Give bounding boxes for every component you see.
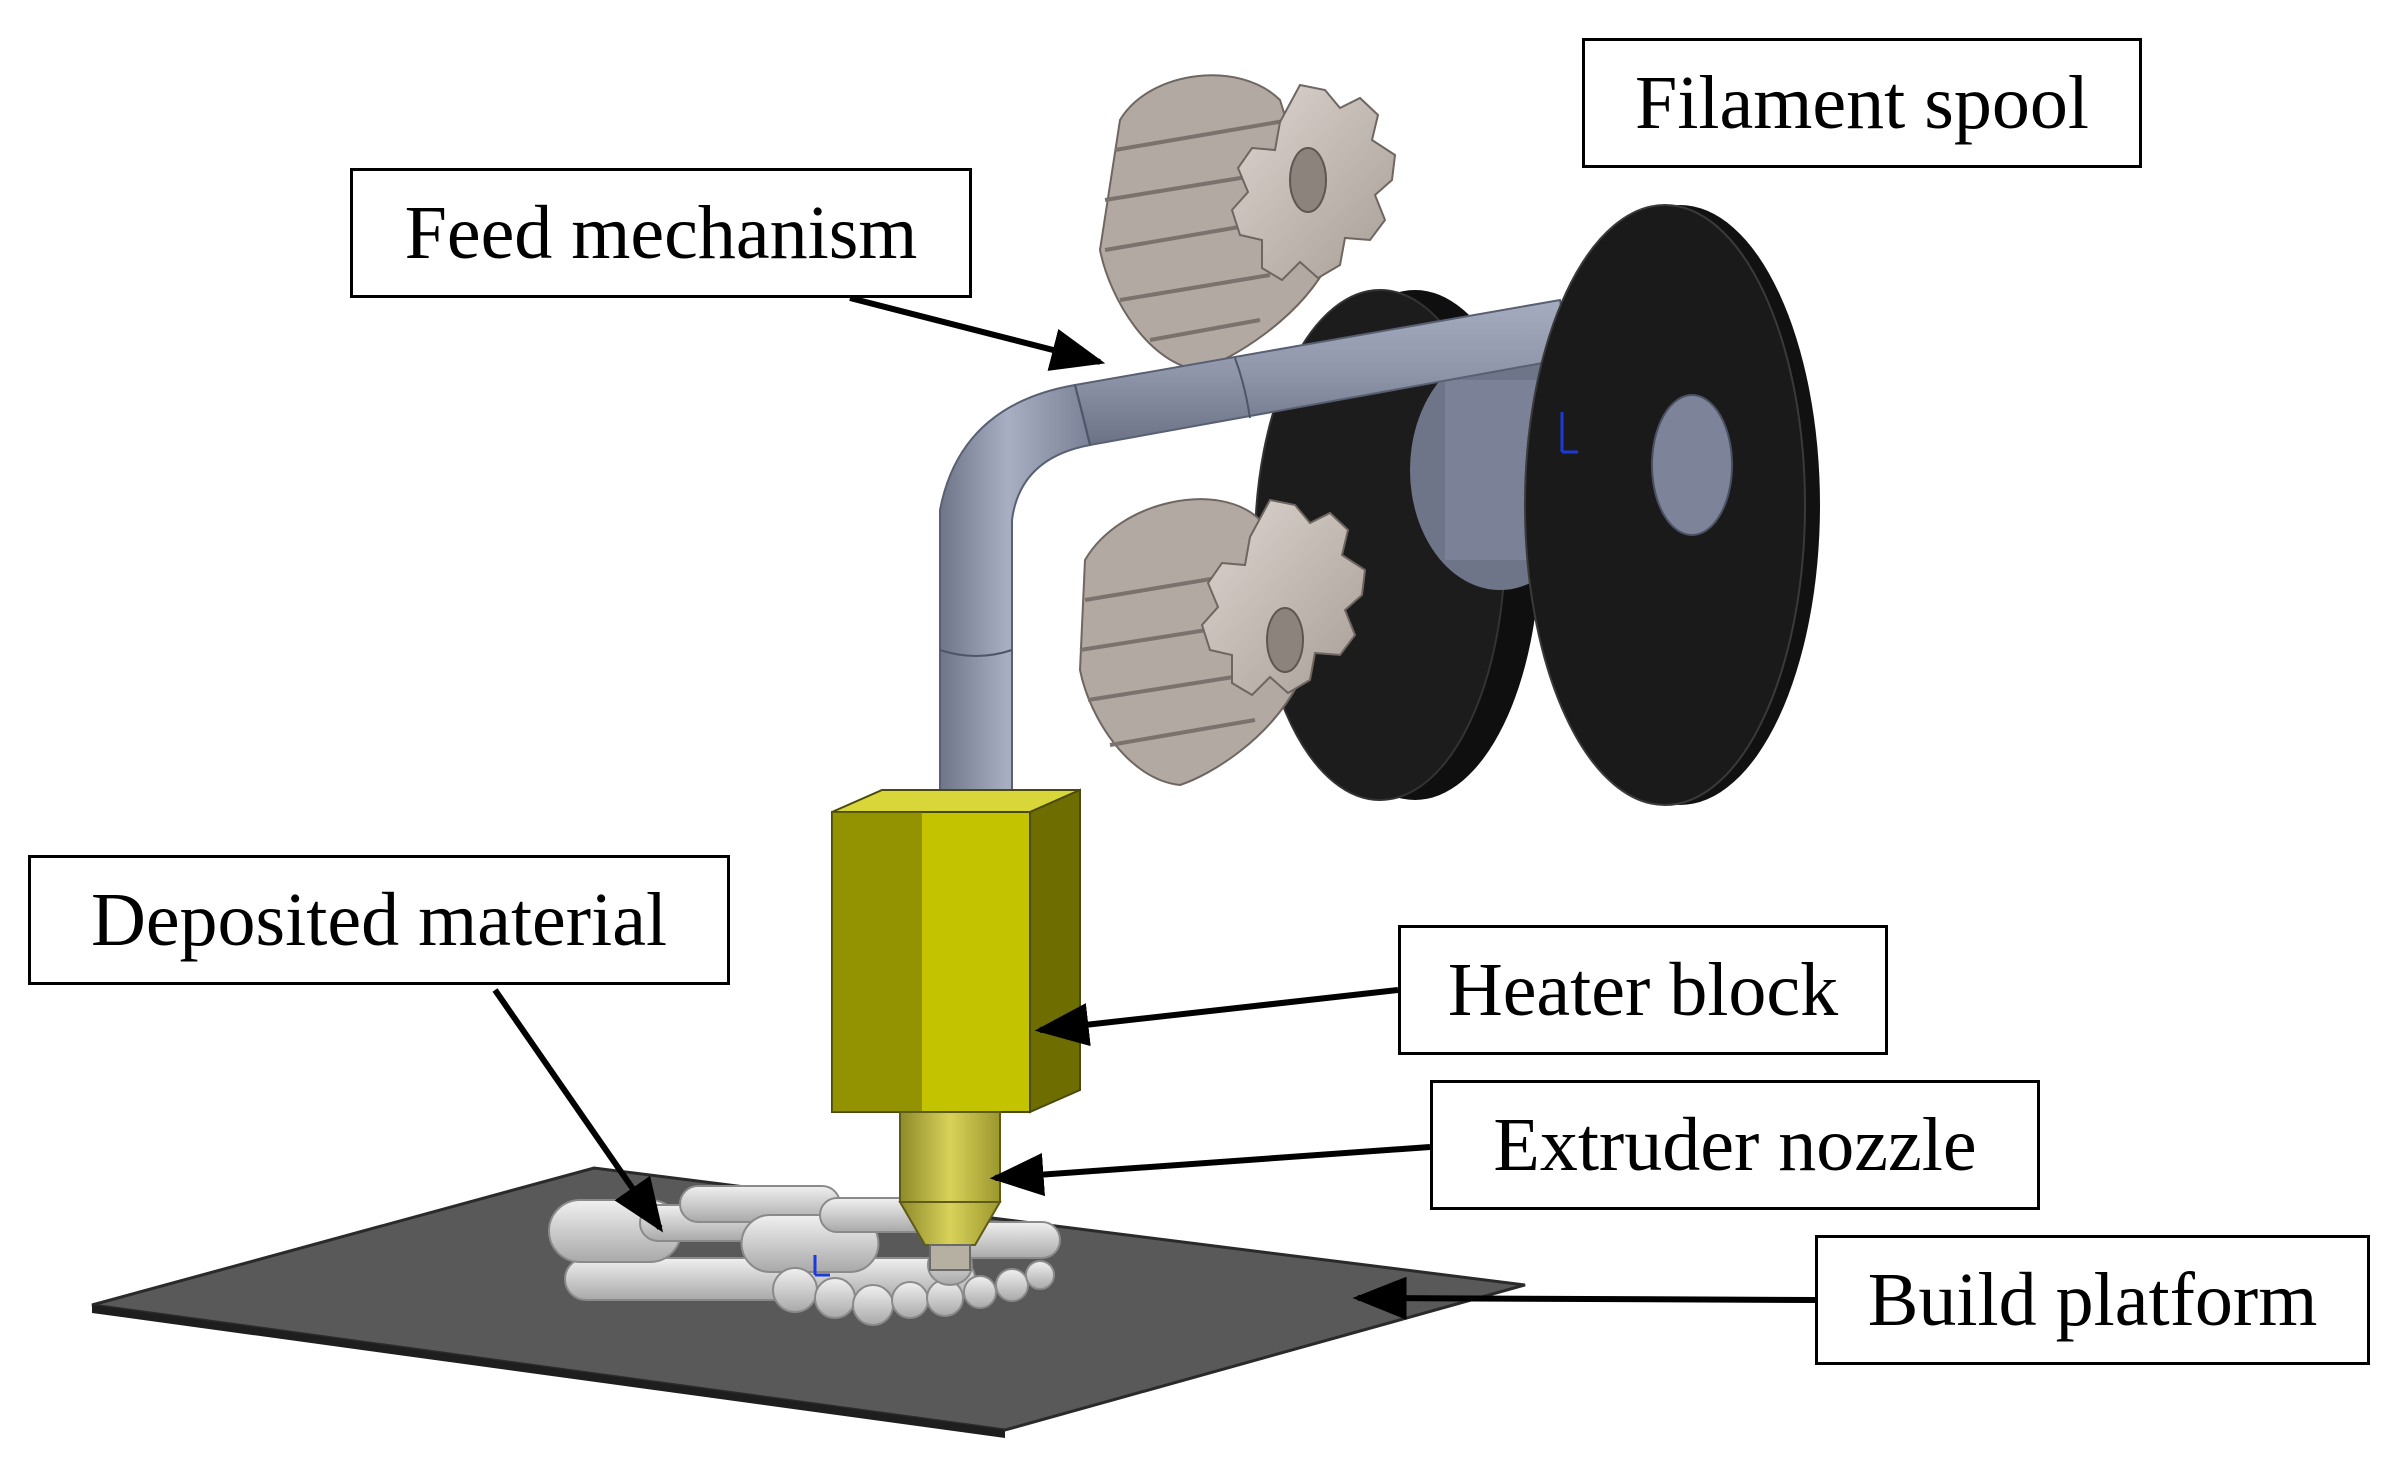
label-deposited-material: Deposited material (28, 855, 730, 985)
axis-marker-icon (1560, 412, 1578, 454)
arrow-icon (492, 295, 1816, 1320)
gear-icon (1098, 74, 1397, 372)
label-heater-block: Heater block (1398, 925, 1888, 1055)
deposited-material (548, 1185, 1061, 1326)
spool-icon (1524, 204, 1820, 806)
extruder-nozzle (898, 1111, 1002, 1271)
gear-icon (1078, 498, 1367, 787)
filament-tube (939, 298, 1572, 801)
build-platform-edge (92, 1305, 1005, 1438)
label-extruder-nozzle: Extruder nozzle (1430, 1080, 2040, 1210)
spool-icon (1254, 289, 1590, 801)
heater-block (831, 788, 1081, 1114)
label-filament-spool: Filament spool (1582, 38, 2142, 168)
label-feed-mechanism: Feed mechanism (350, 168, 972, 298)
label-build-platform: Build platform (1815, 1235, 2370, 1365)
axis-marker-icon (813, 1255, 830, 1277)
